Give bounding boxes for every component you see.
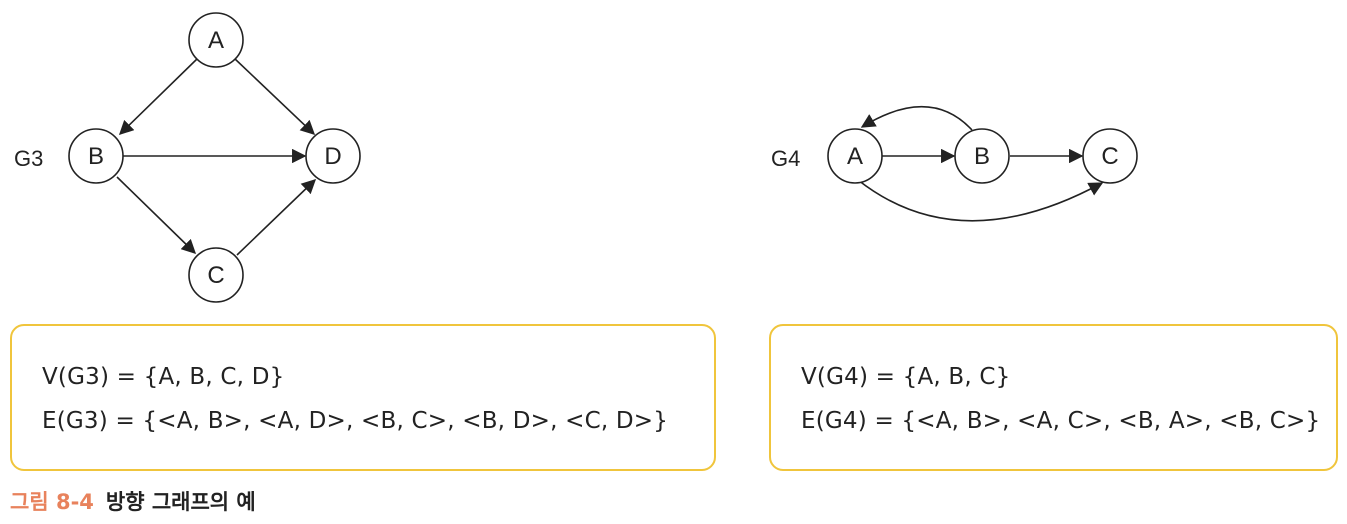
edge-g3-a-b: [118, 57, 199, 136]
edge-g3-a-d: [233, 57, 316, 135]
caption-number: 그림 8-4: [10, 490, 94, 514]
graph-g3: G3 A B C D: [14, 12, 361, 303]
svg-text:C: C: [207, 262, 224, 289]
svg-text:B: B: [974, 143, 990, 170]
edge-set-g4: E(G4) = {<A, B>, <A, C>, <B, A>, <B, C>}: [801, 408, 1321, 434]
figure-caption: 그림 8-4 방향 그래프의 예: [10, 486, 256, 516]
svg-text:D: D: [324, 143, 341, 170]
graph-label-g3: G3: [14, 146, 43, 171]
set-box-g4: V(G4) = {A, B, C} E(G4) = {<A, B>, <A, C…: [769, 324, 1338, 471]
edge-g3-b-c: [116, 176, 197, 255]
node-g3-c: C: [188, 247, 244, 303]
node-g4-a: A: [827, 128, 883, 184]
node-g3-b: B: [68, 128, 124, 184]
svg-text:A: A: [208, 27, 224, 54]
edge-g4-a-c: [857, 179, 1104, 222]
vertex-set-g3: V(G3) = {A, B, C, D}: [42, 364, 285, 390]
set-box-g3: V(G3) = {A, B, C, D} E(G3) = {<A, B>, <A…: [10, 324, 716, 471]
caption-title: 방향 그래프의 예: [105, 490, 256, 514]
edge-g3-c-d: [236, 179, 317, 256]
node-g4-c: C: [1082, 128, 1138, 184]
graph-label-g4: G4: [771, 146, 800, 171]
edge-g4-b-a: [860, 105, 973, 131]
graph-g4: G4 A B C: [771, 105, 1138, 222]
vertex-set-g4: V(G4) = {A, B, C}: [801, 364, 1011, 390]
edge-set-g3: E(G3) = {<A, B>, <A, D>, <B, C>, <B, D>,…: [42, 408, 669, 434]
svg-text:C: C: [1101, 143, 1118, 170]
node-g4-b: B: [954, 128, 1010, 184]
svg-text:B: B: [88, 143, 104, 170]
svg-text:A: A: [847, 143, 863, 170]
node-g3-a: A: [188, 12, 244, 68]
node-g3-d: D: [305, 128, 361, 184]
graph-diagrams: G3 A B C D G4: [14, 12, 1138, 303]
